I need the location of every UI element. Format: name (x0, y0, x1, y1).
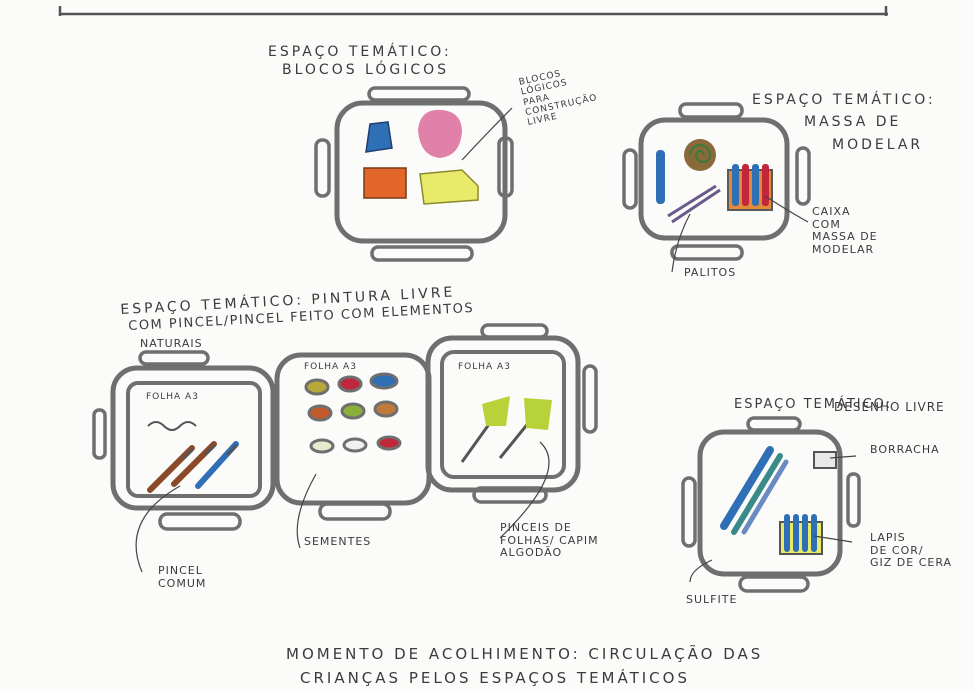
blocos-title-line2: BLOCOS LÓGICOS (282, 62, 449, 78)
pintura-title-line3: NATURAIS (140, 338, 203, 351)
folha-a3-label-1: FOLHA A3 (146, 392, 199, 402)
sulfite-label: SULFITE (686, 594, 737, 607)
folha-a3-label-2: FOLHA A3 (304, 362, 357, 372)
sulfite-paper-pencils (724, 450, 786, 532)
table-blocos (316, 88, 512, 260)
blue-clay-stick (656, 150, 665, 204)
pinceis-3: ALGODÃO (500, 547, 599, 560)
massa-caixa-label: CAIXA COM MASSA DE MODELAR (812, 206, 878, 257)
pinceis-1: PINCEIS DE (500, 522, 599, 535)
borracha-label: BORRACHA (870, 444, 940, 457)
eraser (814, 452, 836, 468)
footer-line2: CRIANÇAS PELOS ESPAÇOS TEMÁTICOS (300, 670, 690, 687)
top-border-line (60, 6, 888, 16)
table-desenho (683, 418, 859, 591)
sementes-label: SEMENTES (304, 536, 371, 549)
table-pintura-3 (428, 325, 596, 502)
table-pintura-1 (94, 352, 273, 529)
common-brushes (150, 444, 236, 490)
massa-palitos-label: PALITOS (684, 267, 736, 280)
lapis-3: GIZ DE CERA (870, 557, 952, 570)
massa-caixa-1: CAIXA (812, 206, 878, 219)
folha-a3-label-3: FOLHA A3 (458, 362, 511, 372)
yellow-block (420, 170, 478, 204)
crayon-box (780, 514, 822, 554)
massa-items (656, 139, 772, 222)
desenho-items (724, 450, 836, 554)
massa-caixa-4: MODELAR (812, 244, 878, 257)
wave-scribble (148, 422, 196, 430)
clay-swirl (684, 139, 716, 171)
natural-brushes (462, 396, 552, 462)
massa-title-line3: MODELAR (832, 137, 923, 153)
lapis-1: LAPIS (870, 532, 952, 545)
pinceis-naturais-label: PINCEIS DE FOLHAS/ CAPIM ALGODÃO (500, 522, 599, 560)
table-massa (624, 104, 809, 259)
blocos-items (364, 110, 478, 204)
blue-block (366, 122, 392, 152)
pink-clay-blob (418, 110, 462, 158)
seeds-dishes (306, 374, 400, 452)
orange-block (364, 168, 406, 198)
pincel-2: COMUM (158, 578, 206, 591)
pincel-1: PINCEL (158, 565, 206, 578)
pintura-items (148, 374, 552, 490)
footer-line1: MOMENTO DE ACOLHIMENTO: CIRCULAÇÃO DAS (286, 646, 763, 663)
palitos-sticks (668, 186, 720, 222)
pincel-comum-label: PINCEL COMUM (158, 565, 206, 590)
massa-title-line2: MASSA DE (804, 114, 901, 130)
desenho-title-line2: DESENHO LIVRE (834, 401, 945, 415)
massa-title-line1: ESPAÇO TEMÁTICO: (752, 92, 936, 108)
blocos-title-line1: ESPAÇO TEMÁTICO: (268, 44, 452, 60)
lapis-label: LAPIS DE COR/ GIZ DE CERA (870, 532, 952, 570)
